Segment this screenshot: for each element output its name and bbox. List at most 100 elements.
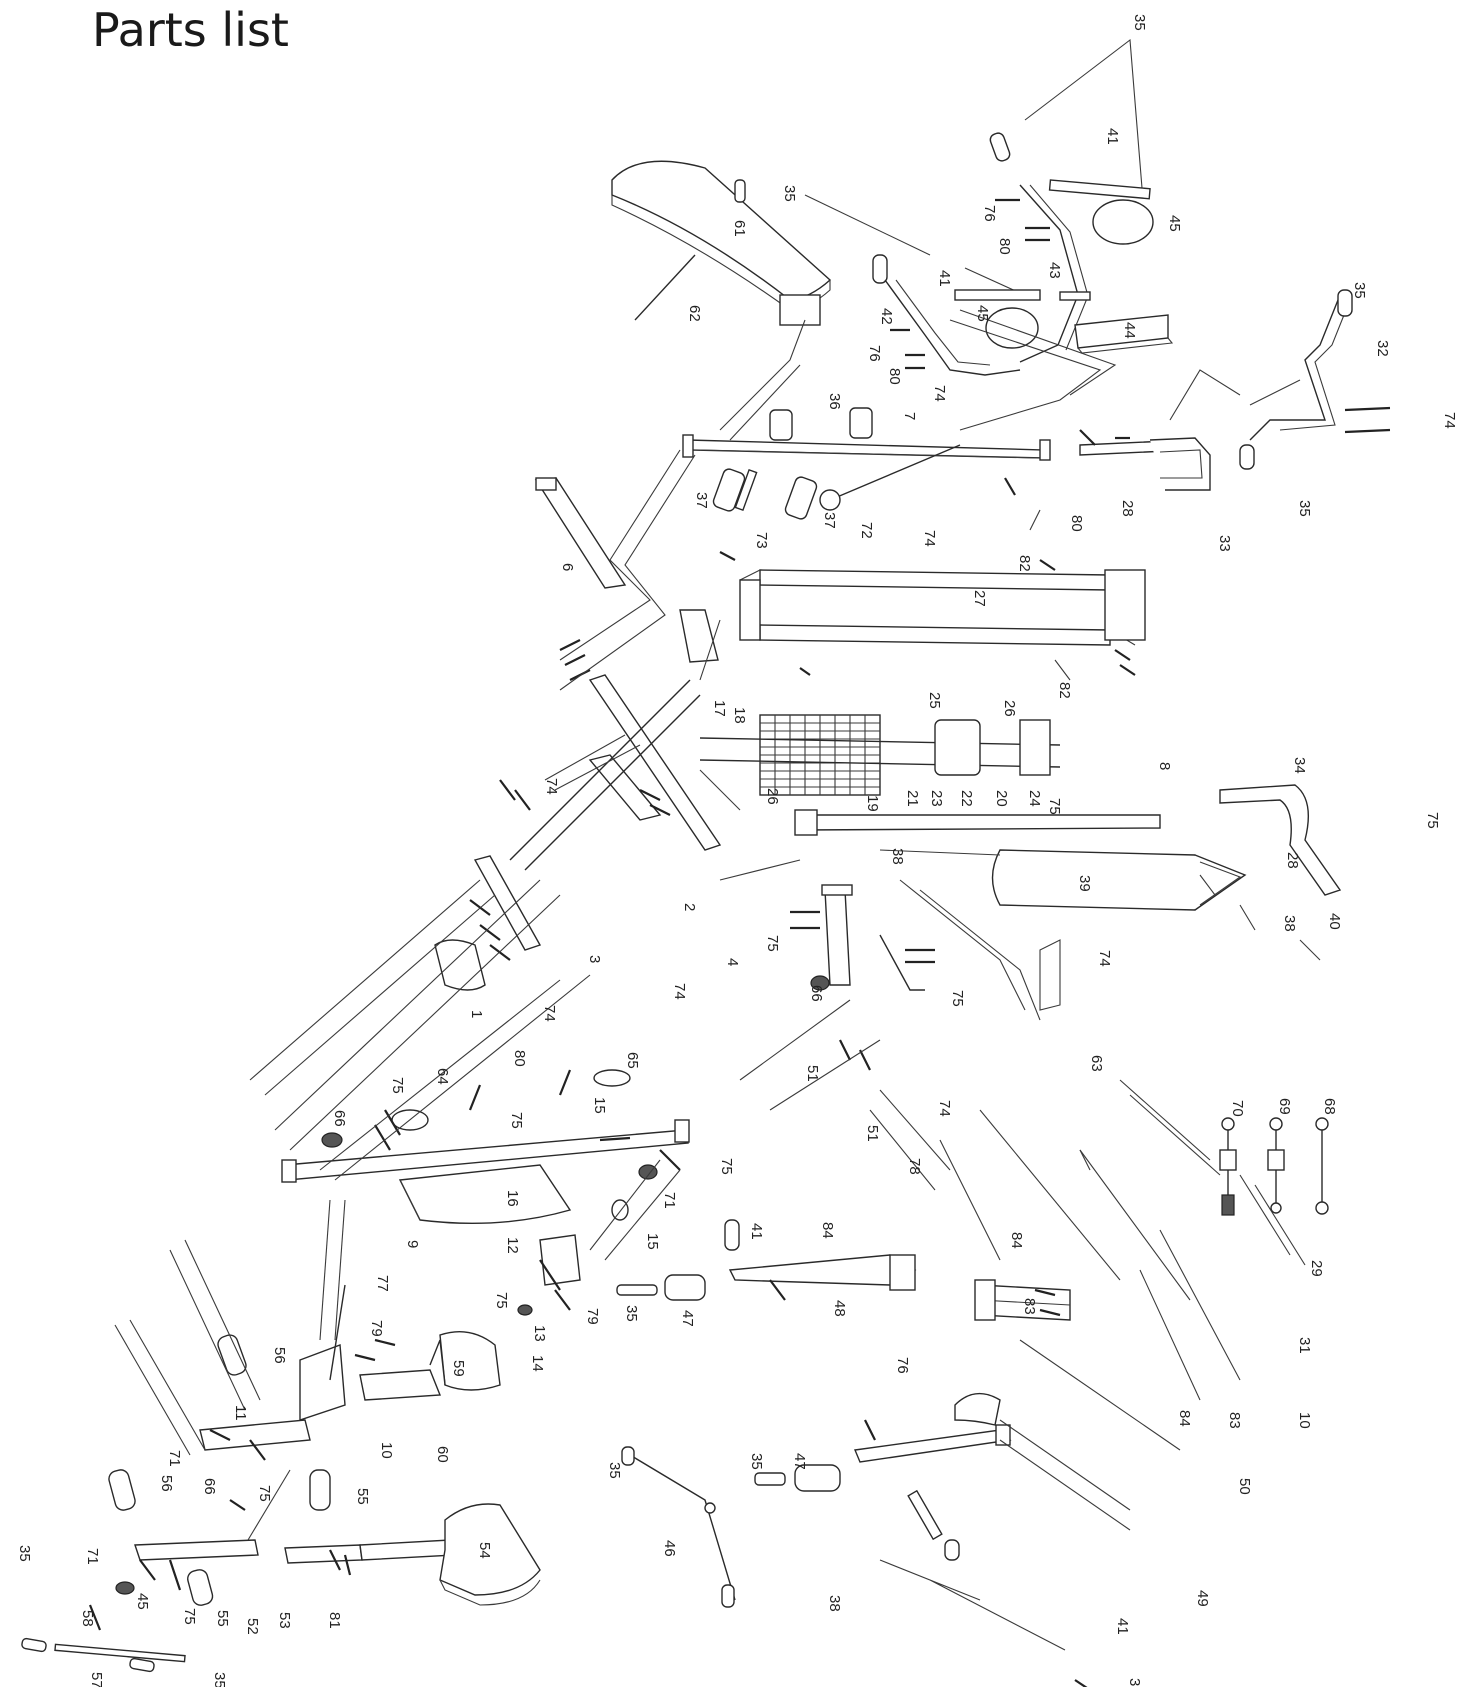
part-label: 40 bbox=[1326, 913, 1343, 930]
part-label: 74 bbox=[1096, 950, 1113, 967]
part-label: 75 bbox=[949, 990, 966, 1007]
part-label: 33 bbox=[1216, 535, 1233, 552]
part-label: 75 bbox=[718, 1158, 735, 1175]
part-label: 74 bbox=[936, 1100, 953, 1117]
chain-links bbox=[1219, 1117, 1329, 1216]
part-label: 63 bbox=[1088, 1055, 1105, 1072]
part-label: 71 bbox=[661, 1192, 678, 1209]
part-label: 28 bbox=[1284, 852, 1301, 869]
part-label: 54 bbox=[476, 1542, 493, 1559]
part-label: 2 bbox=[681, 903, 698, 911]
part-label: 74 bbox=[541, 1005, 558, 1022]
part-label: 41 bbox=[748, 1223, 765, 1240]
part-label: 83 bbox=[1021, 1298, 1038, 1315]
explode-lines bbox=[114, 309, 1321, 1651]
part-label: 75 bbox=[256, 1485, 273, 1502]
part-label: 74 bbox=[921, 530, 938, 547]
part-label: 51 bbox=[864, 1125, 881, 1142]
part-label: 65 bbox=[624, 1052, 641, 1069]
part-label: 56 bbox=[158, 1475, 175, 1492]
part-label: 75 bbox=[493, 1292, 510, 1309]
part-label: 35 bbox=[16, 1545, 33, 1562]
part-label: 42 bbox=[878, 308, 895, 325]
part-label: 80 bbox=[886, 368, 903, 385]
part-label: 80 bbox=[1068, 515, 1085, 532]
part-label: 12 bbox=[504, 1237, 521, 1254]
part-label: 24 bbox=[1026, 790, 1043, 807]
part-label: 8 bbox=[1156, 762, 1173, 770]
part-label: 80 bbox=[511, 1050, 528, 1067]
part-label: 27 bbox=[971, 590, 988, 607]
part-label: 23 bbox=[928, 790, 945, 807]
part-label: 74 bbox=[671, 983, 688, 1000]
part-label: 31 bbox=[1296, 1337, 1313, 1354]
part-label: 66 bbox=[808, 985, 825, 1002]
part-label: 84 bbox=[1176, 1410, 1193, 1427]
part-label: 35 bbox=[1296, 500, 1313, 517]
part-label: 10 bbox=[1296, 1412, 1313, 1429]
part-label: 74 bbox=[931, 385, 948, 402]
part-label: 81 bbox=[326, 1612, 343, 1629]
part-label: 45 bbox=[134, 1593, 151, 1610]
part-label: 75 bbox=[508, 1112, 525, 1129]
part-label: 28 bbox=[1119, 500, 1136, 517]
part-label: 34 bbox=[1291, 757, 1308, 774]
part-label: 35 bbox=[1126, 1678, 1143, 1687]
part-label: 25 bbox=[926, 692, 943, 709]
part-label: 53 bbox=[276, 1612, 293, 1629]
part-label: 41 bbox=[1114, 1618, 1131, 1635]
part-label: 75 bbox=[181, 1608, 198, 1625]
part-label: 76 bbox=[894, 1357, 911, 1374]
part-label: 72 bbox=[858, 522, 875, 539]
part-label: 59 bbox=[450, 1360, 467, 1377]
part-label: 26 bbox=[1001, 700, 1018, 717]
part-label: 52 bbox=[244, 1618, 261, 1635]
part-label: 55 bbox=[214, 1610, 231, 1627]
part-label: 56 bbox=[271, 1347, 288, 1364]
part-label: 1 bbox=[468, 1010, 485, 1018]
part-label: 32 bbox=[1374, 340, 1391, 357]
part-label: 78 bbox=[906, 1158, 923, 1175]
part-label: 35 bbox=[1351, 282, 1368, 299]
part-label: 41 bbox=[1104, 128, 1121, 145]
part-label: 77 bbox=[374, 1275, 391, 1292]
part-label: 6 bbox=[559, 563, 576, 571]
part-label: 35 bbox=[606, 1462, 623, 1479]
part-label: 60 bbox=[434, 1446, 451, 1463]
part-label: 70 bbox=[1229, 1100, 1246, 1117]
part-label: 26 bbox=[764, 788, 781, 805]
part-label: 35 bbox=[748, 1453, 765, 1470]
part-label: 9 bbox=[404, 1240, 421, 1248]
part-label: 66 bbox=[331, 1110, 348, 1127]
part-label: 16 bbox=[504, 1190, 521, 1207]
part-label: 48 bbox=[831, 1300, 848, 1317]
part-label: 19 bbox=[864, 795, 881, 812]
part-label: 50 bbox=[1236, 1478, 1253, 1495]
drawing-linework bbox=[21, 38, 1391, 1687]
part-label: 17 bbox=[711, 700, 728, 717]
part-label: 82 bbox=[1016, 555, 1033, 572]
part-label: 3 bbox=[586, 955, 603, 963]
part-label: 11 bbox=[232, 1405, 249, 1421]
part-label: 83 bbox=[1226, 1412, 1243, 1429]
part-label: 58 bbox=[79, 1610, 96, 1627]
part-label: 29 bbox=[1308, 1260, 1325, 1277]
part-label: 84 bbox=[819, 1222, 836, 1239]
part-label: 66 bbox=[201, 1478, 218, 1495]
part-label: 75 bbox=[389, 1077, 406, 1094]
part-label: 57 bbox=[88, 1672, 105, 1687]
part-label: 20 bbox=[993, 790, 1010, 807]
part-label: 46 bbox=[661, 1540, 678, 1557]
part-label: 74 bbox=[543, 778, 560, 795]
part-label: 79 bbox=[368, 1320, 385, 1337]
part-label: 76 bbox=[981, 205, 998, 222]
part-label: 51 bbox=[804, 1065, 821, 1082]
part-label: 84 bbox=[1008, 1232, 1025, 1249]
part-label: 55 bbox=[354, 1488, 371, 1505]
part-label: 15 bbox=[644, 1233, 661, 1250]
part-label: 49 bbox=[1194, 1590, 1211, 1607]
weight-stack bbox=[759, 714, 881, 796]
part-label: 47 bbox=[679, 1310, 696, 1327]
